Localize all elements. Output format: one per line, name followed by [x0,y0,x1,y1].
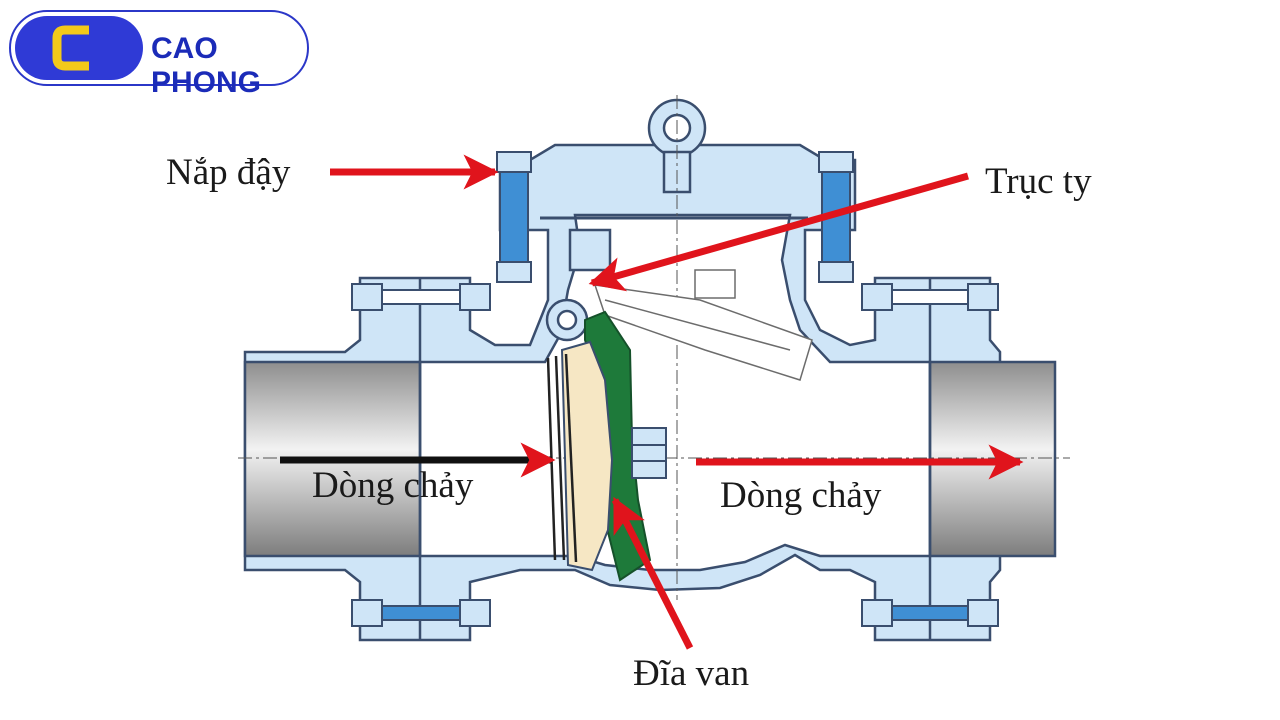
arrow-stem [588,172,969,292]
brand-logo: CAO PHONG [9,10,309,99]
label-flow-right: Dòng chảy [720,475,882,516]
label-flow-left: Dòng chảy [312,465,474,506]
flange-bolts [351,283,999,627]
label-cover: Nắp đậy [166,152,291,193]
arrow-disc [611,496,694,650]
c-letter-icon [52,25,89,71]
cover-bolts [496,151,854,283]
disc-face [560,340,614,572]
label-disc: Đĩa van [633,653,750,694]
annotation-arrows [330,154,1024,650]
disc-nut [631,427,667,479]
label-stem: Trục ty [985,161,1092,202]
disc-open-ghost [593,269,813,381]
logo-badge [15,16,143,80]
brand-name: CAO PHONG [151,32,262,99]
